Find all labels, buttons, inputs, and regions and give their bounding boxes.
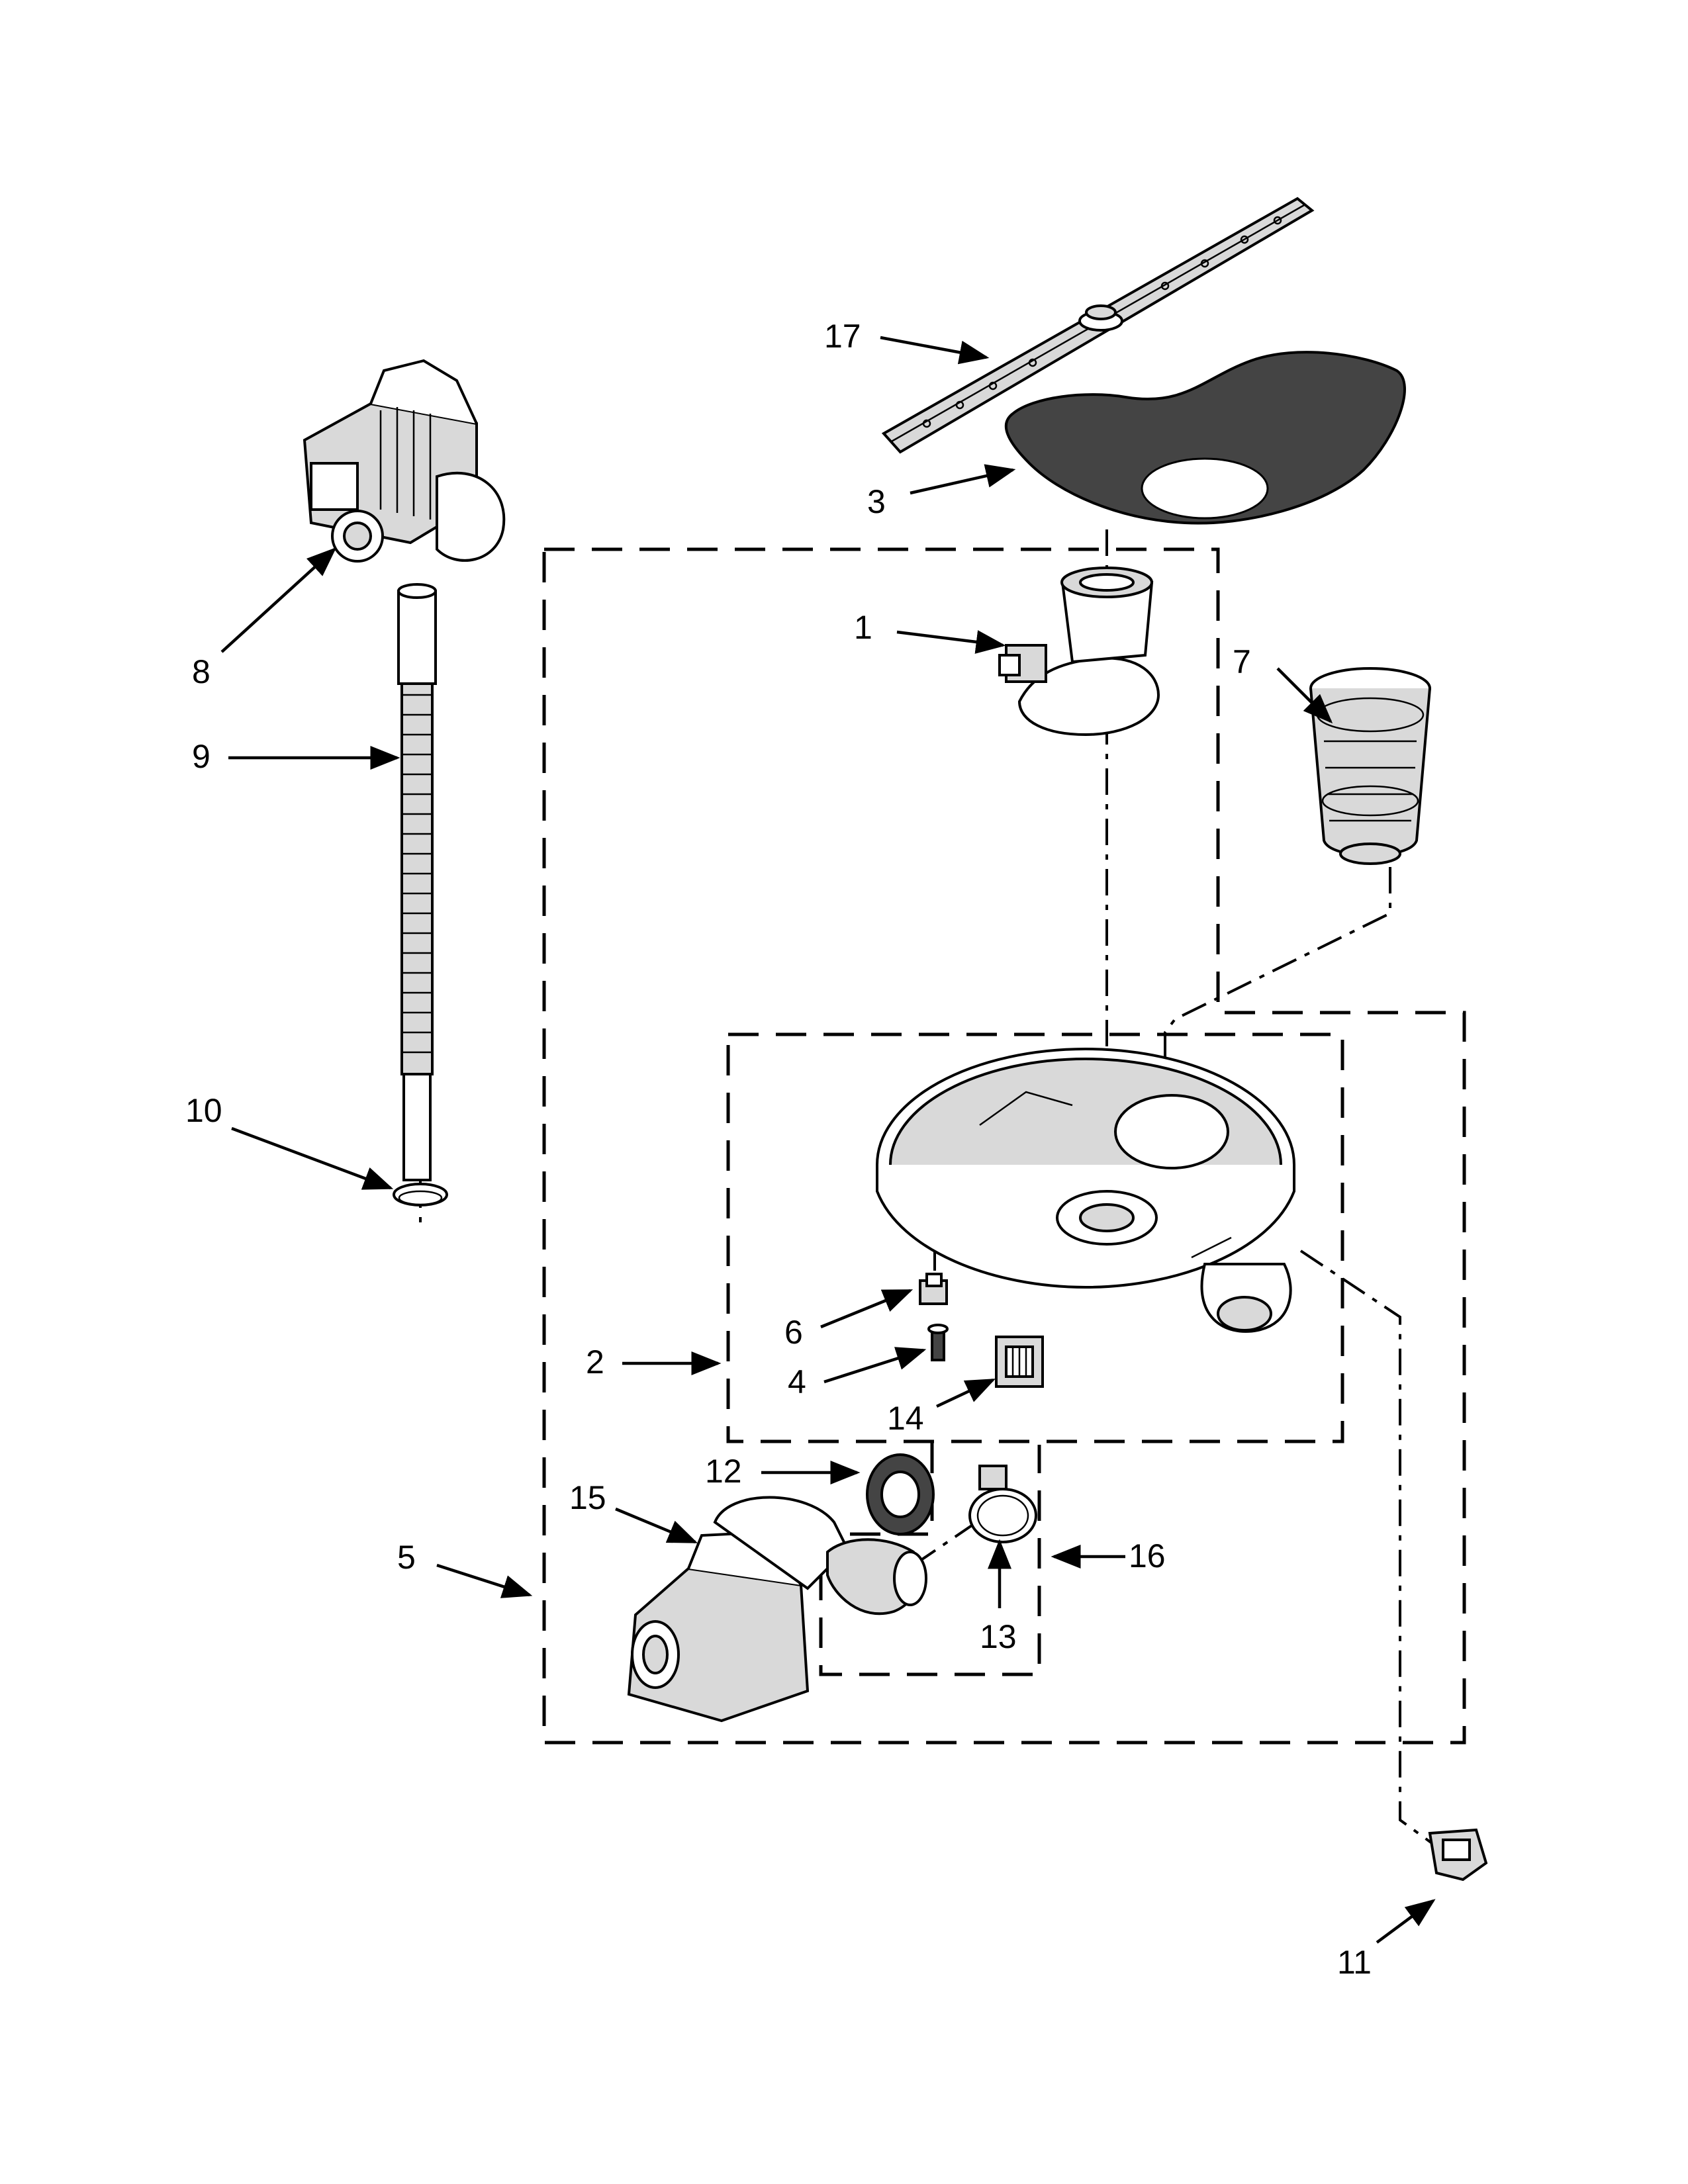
group-outline-16 [819,1443,1041,1676]
callout-15: 15 [569,1479,606,1516]
part-11-sensor [1428,1828,1488,1882]
part-10-hose-clamp [393,1183,448,1206]
callout-11: 11 [1337,1944,1372,1981]
callout-leaders [220,336,1436,1944]
part-15-circulation-pump [627,1496,927,1723]
callout-16: 16 [1129,1537,1166,1574]
group-outline-5 [542,547,1466,1745]
part-2-sump [876,1048,1295,1333]
callout-5: 5 [397,1539,416,1576]
callout-6: 6 [784,1314,803,1351]
callout-3: 3 [867,483,886,520]
callout-10: 10 [185,1092,222,1129]
callout-1: 1 [854,609,872,646]
callout-4: 4 [788,1363,806,1400]
callout-8: 8 [192,653,211,690]
part-12-grommet [866,1453,935,1535]
part-4-screw [927,1324,949,1361]
callout-2: 2 [586,1343,604,1381]
part-3-spray-shield [1004,351,1406,525]
callout-7: 7 [1233,643,1251,680]
callout-14: 14 [887,1400,924,1437]
part-8-drain-pump [303,359,506,563]
part-6-clip [919,1273,948,1305]
part-13-clamp [968,1465,1037,1543]
callout-12: 12 [705,1453,742,1490]
callout-9: 9 [192,738,211,775]
callout-labels: 17 3 1 7 8 9 10 2 6 4 14 12 15 5 16 13 1… [185,318,1372,1981]
part-7-filter-basket [1309,667,1431,865]
callout-13: 13 [980,1618,1017,1655]
part-17-spray-arm [881,197,1315,454]
part-9-drain-hose [397,583,437,1181]
group-outline-2 [726,1032,1344,1443]
part-1-diverter [998,567,1160,737]
part-14-connector [995,1336,1044,1388]
callout-17: 17 [824,318,861,355]
